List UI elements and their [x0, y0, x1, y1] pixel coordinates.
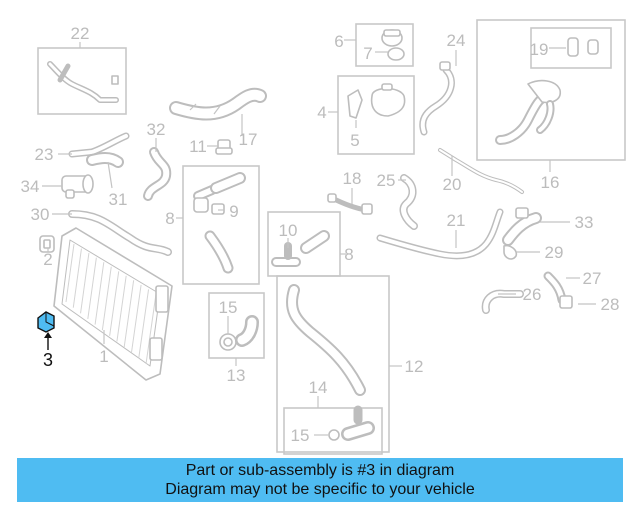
leader-lines — [42, 39, 596, 436]
hose-part-31[interactable] — [86, 152, 124, 168]
hose-parts-group-8[interactable] — [193, 172, 246, 274]
callout-22[interactable]: 22 — [71, 24, 90, 43]
cap-part-7[interactable] — [387, 47, 405, 61]
hose-part-18[interactable] — [327, 193, 373, 215]
callout-13[interactable]: 13 — [227, 366, 246, 385]
radiator-fin — [123, 280, 135, 348]
hose-part-32[interactable] — [143, 147, 172, 201]
pipe-assembly-part-22[interactable] — [47, 61, 119, 103]
reservoir-tank-part-4[interactable] — [370, 83, 406, 117]
radiator-fin — [145, 293, 157, 365]
radiator-fin — [138, 289, 150, 359]
callout-11[interactable]: 11 — [189, 137, 207, 156]
callout-10[interactable]: 10 — [279, 221, 298, 240]
hose-part-20[interactable] — [438, 148, 524, 194]
callout-27[interactable]: 27 — [583, 269, 602, 288]
seal-part-15[interactable] — [219, 315, 259, 351]
callout-34[interactable]: 34 — [21, 177, 40, 196]
connector-part-14[interactable] — [328, 405, 375, 441]
callout-8-lower[interactable]: 8 — [344, 245, 353, 264]
banner-line-part-number: Part or sub-assembly is #3 in diagram — [185, 462, 455, 479]
callout-3-highlighted[interactable]: 3 — [43, 350, 53, 370]
bracket-part-5[interactable] — [347, 89, 363, 119]
callout-15-upper[interactable]: 15 — [219, 298, 238, 317]
callout-31[interactable]: 31 — [109, 190, 128, 209]
banner-line-disclaimer: Diagram may not be specific to your vehi… — [165, 481, 475, 498]
hose-part-27-28[interactable] — [543, 271, 573, 309]
part-3-highlighted[interactable] — [37, 311, 55, 333]
callout-25[interactable]: 25 — [377, 171, 396, 190]
callout-14[interactable]: 14 — [309, 378, 328, 397]
callout-17[interactable]: 17 — [239, 130, 258, 149]
callout-9[interactable]: 9 — [229, 202, 238, 221]
group-box-12 — [276, 275, 390, 453]
callout-18[interactable]: 18 — [343, 169, 362, 188]
cap-part-6[interactable] — [381, 29, 403, 47]
group-box-4 — [337, 75, 415, 155]
callout-21[interactable]: 21 — [447, 211, 466, 230]
radiator-fin — [109, 271, 120, 336]
callout-7[interactable]: 7 — [363, 44, 372, 63]
radiator-fin — [130, 284, 142, 353]
group-box-19 — [530, 27, 612, 69]
radiator-fin — [94, 262, 105, 325]
callout-33[interactable]: 33 — [575, 213, 594, 232]
callout-30[interactable]: 30 — [31, 205, 50, 224]
callout-12[interactable]: 12 — [405, 357, 424, 376]
callout-29[interactable]: 29 — [545, 243, 564, 262]
info-banner: Part or sub-assembly is #3 in diagram Di… — [17, 458, 623, 502]
group-box-14 — [283, 407, 383, 455]
callout-8-upper[interactable]: 8 — [165, 209, 174, 228]
hose-part-23[interactable] — [68, 132, 130, 158]
pipe-part-16[interactable] — [495, 79, 562, 145]
flange-part-33[interactable] — [502, 207, 542, 246]
callout-labels: 22 6 7 4 5 24 19 32 11 17 23 34 31 30 8 … — [21, 24, 620, 445]
callout-5[interactable]: 5 — [350, 131, 359, 150]
thermostat-part-34[interactable] — [61, 174, 94, 199]
hose-part-25[interactable] — [399, 174, 418, 230]
callout-4[interactable]: 4 — [317, 103, 326, 122]
hose-part-24[interactable] — [419, 61, 455, 136]
callout-20[interactable]: 20 — [443, 175, 462, 194]
callout-2[interactable]: 2 — [43, 250, 52, 269]
callout-26[interactable]: 26 — [523, 285, 542, 304]
radiator-fin — [65, 243, 75, 303]
radiator-fin — [87, 257, 97, 319]
hose-part-30[interactable] — [68, 210, 172, 256]
callout-15-lower[interactable]: 15 — [291, 426, 310, 445]
plug-part-11[interactable] — [215, 139, 233, 155]
hose-part-12[interactable] — [286, 284, 366, 396]
sensor-part-19[interactable] — [567, 37, 599, 57]
hose-part-17[interactable] — [169, 87, 267, 121]
clamp-part-29[interactable] — [503, 244, 518, 260]
group-box-6 — [355, 23, 414, 67]
radiator-part[interactable] — [53, 227, 173, 381]
radiator-fin — [101, 266, 112, 331]
callout-19[interactable]: 19 — [530, 40, 549, 59]
callout-28[interactable]: 28 — [601, 295, 620, 314]
group-box-8-upper — [182, 165, 260, 285]
callout-23[interactable]: 23 — [35, 145, 54, 164]
radiator-fin — [72, 248, 82, 308]
radiator-fin — [80, 253, 90, 314]
callout-16[interactable]: 16 — [541, 173, 560, 192]
group-box-22 — [37, 47, 127, 115]
group-box-16 — [476, 19, 626, 161]
hose-part-26[interactable] — [481, 289, 524, 314]
pipe-part-21[interactable] — [376, 208, 504, 260]
callout-24[interactable]: 24 — [447, 31, 466, 50]
radiator-fin — [116, 275, 127, 342]
callout-32[interactable]: 32 — [147, 120, 166, 139]
callout-6[interactable]: 6 — [334, 32, 343, 51]
bracket-part-2[interactable] — [39, 235, 55, 253]
callout-1[interactable]: 1 — [99, 347, 108, 366]
